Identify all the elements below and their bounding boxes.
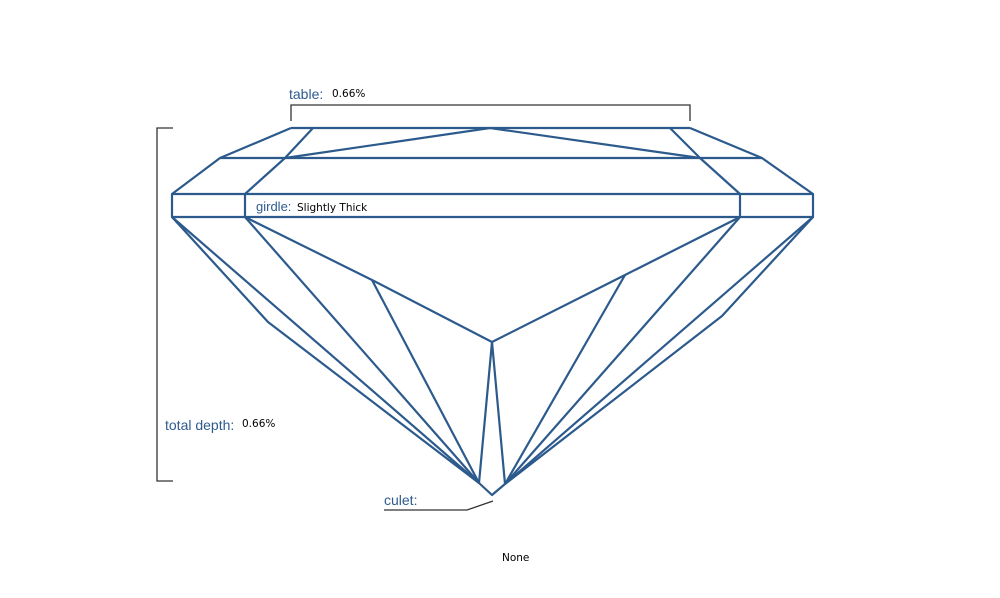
culet-label: culet:: [384, 492, 418, 508]
culet-pointer: [384, 500, 494, 511]
total-depth-value: 0.66%: [242, 418, 276, 430]
stone-facets: [170, 126, 815, 497]
total-depth-label: total depth:: [165, 417, 235, 433]
girdle-value: Slightly Thick: [297, 202, 368, 214]
measure-brackets: [156, 104, 691, 511]
girdle-label: girdle:: [256, 199, 292, 214]
table-value: 0.66%: [332, 88, 366, 100]
culet-value: None: [502, 552, 530, 564]
table-bracket: [290, 104, 691, 121]
table-label: table:: [289, 86, 324, 102]
depth-bracket: [156, 127, 173, 482]
